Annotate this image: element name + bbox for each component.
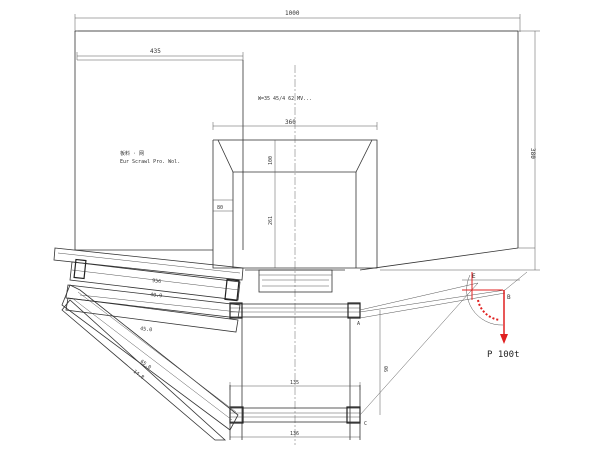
hopper: 360 100 261 80 — [212, 65, 378, 445]
dim-hopper-top: 360 — [285, 119, 296, 126]
load-label: P 100t — [487, 350, 520, 360]
right-dimension: 380 — [78, 30, 540, 271]
point-e-label: E — [472, 273, 476, 280]
load-arrow: P 100t — [487, 290, 520, 360]
left-note-1: 板料 · 网 — [120, 150, 144, 157]
point-a-label: A — [357, 321, 360, 327]
point-c-label: C — [364, 421, 367, 427]
dim-vertical-span: 90 — [384, 366, 390, 372]
vertical-span-dim: 90 — [379, 310, 390, 415]
dim-diag-a: 65.0 — [139, 359, 152, 371]
angle-arc — [462, 272, 504, 326]
left-note-2: Eur Scrawl Pro. Wol. — [120, 159, 180, 165]
lower-beam: 135 136 — [229, 380, 361, 440]
gate-block — [245, 269, 345, 293]
top-note: W=35 45/4 62 MV... — [258, 96, 312, 102]
dim-frame-b: 45.0 — [140, 326, 153, 333]
dim-bottom-lower: 136 — [290, 431, 299, 437]
upper-beam — [229, 302, 361, 440]
dim-bar-lower: 956 — [152, 278, 162, 285]
dim-top-overall: 1000 — [285, 10, 300, 17]
dim-right-height: 380 — [529, 148, 536, 159]
dim-hopper-lower: 261 — [268, 216, 274, 225]
point-b-label: B — [507, 294, 511, 301]
left-dimension: 435 — [76, 48, 244, 250]
dim-frame-a: 40.9 — [150, 292, 163, 299]
top-dimension: 1000 — [74, 10, 521, 32]
tie-lines — [359, 271, 528, 416]
dim-bottom-upper: 135 — [290, 380, 299, 386]
dim-left-width: 435 — [150, 48, 161, 55]
tilted-bar: 956 40.9 45.0 — [53, 247, 244, 333]
dim-hopper-upper: 100 — [268, 156, 274, 165]
dim-hopper-left: 80 — [217, 205, 223, 211]
